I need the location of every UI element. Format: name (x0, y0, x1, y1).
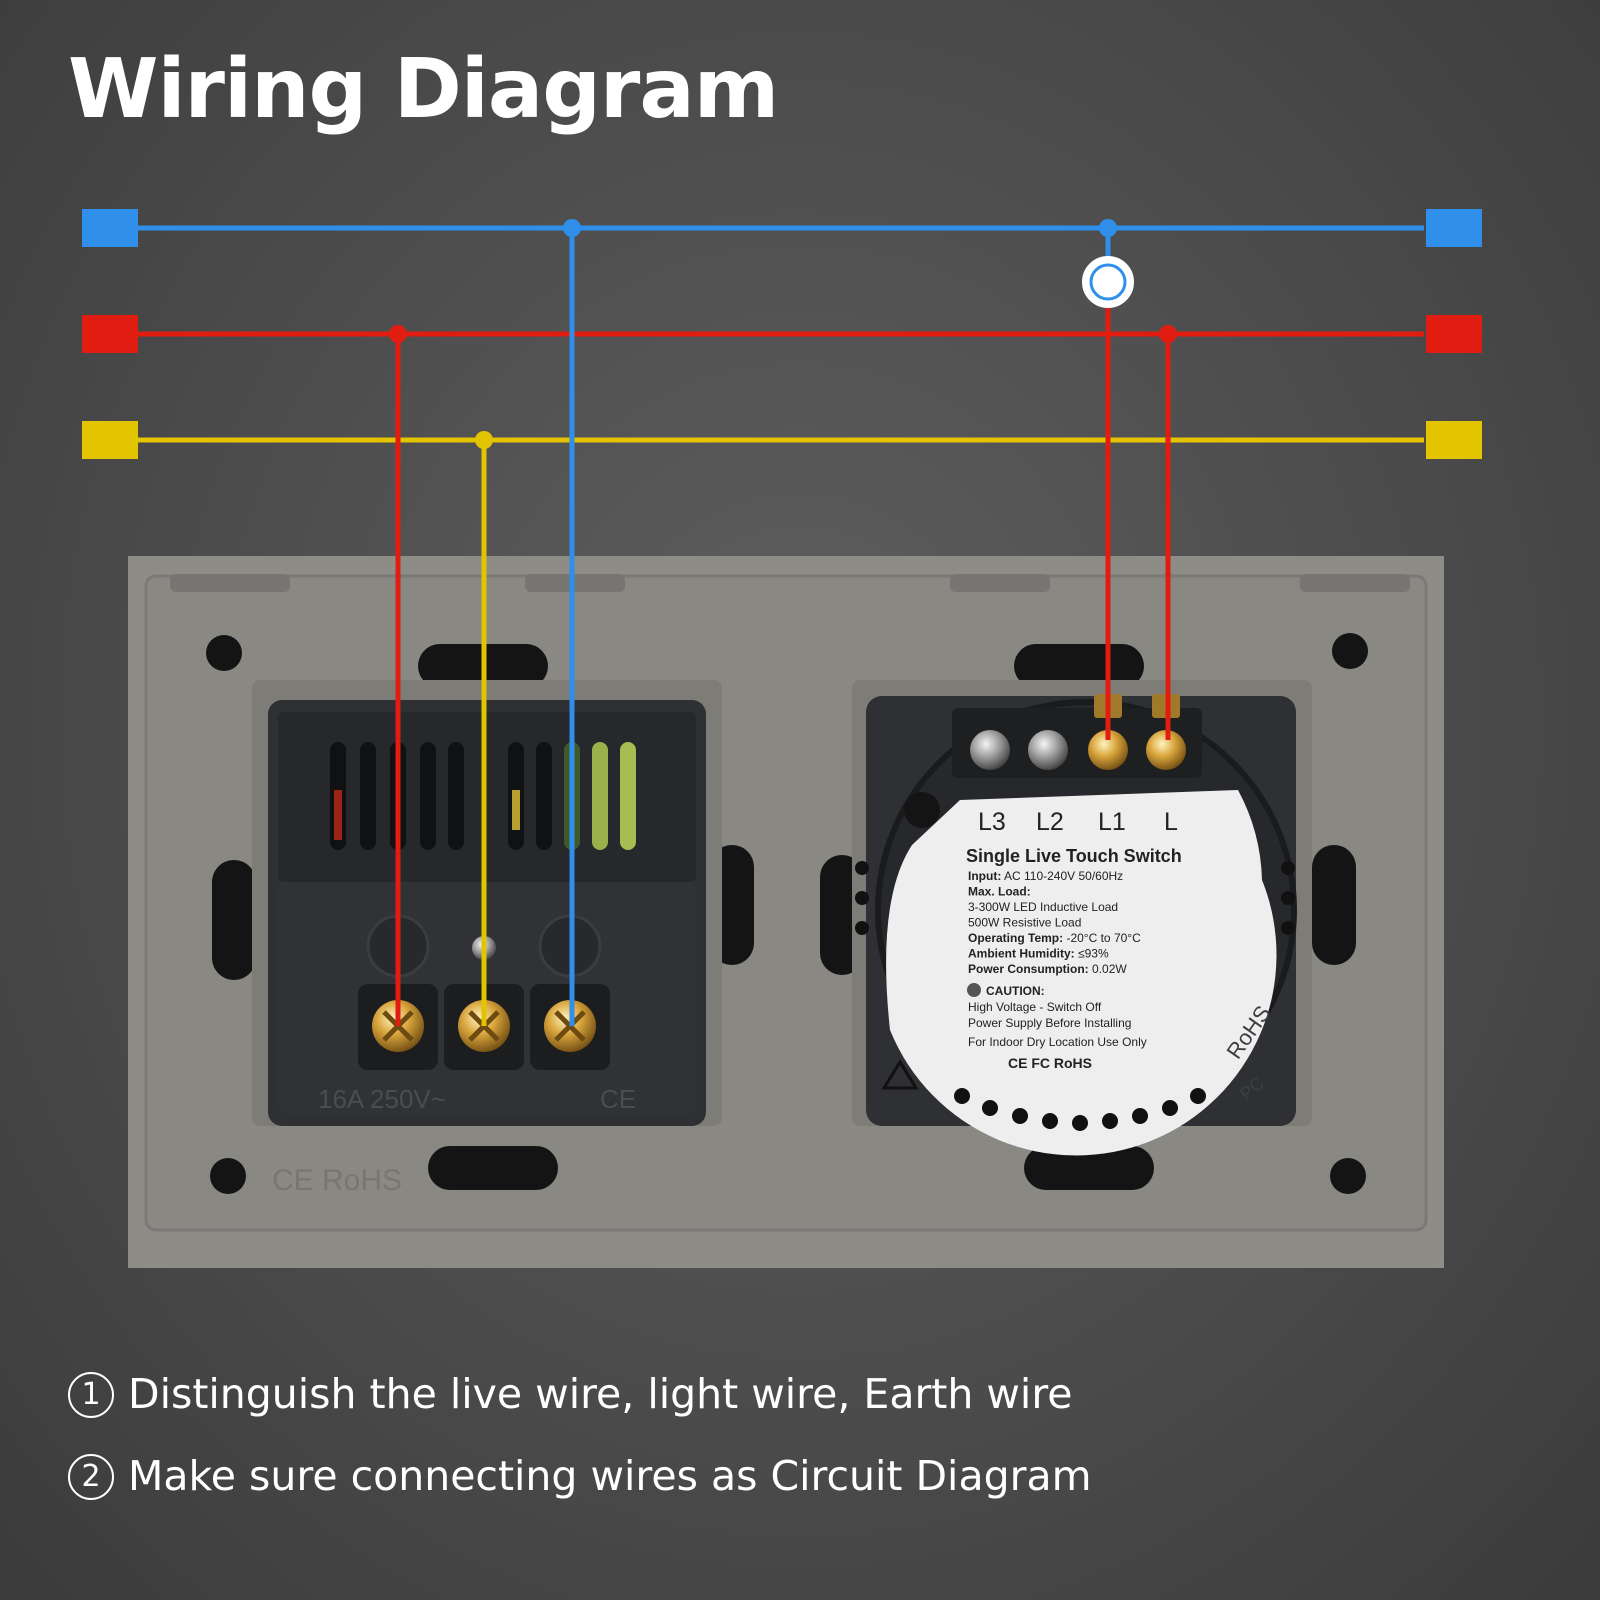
frame-clip (950, 574, 1050, 592)
spec-value: 0.02W (1089, 962, 1128, 976)
terminal-label-l3: L3 (978, 808, 1006, 836)
terminal-label-l: L (1164, 808, 1178, 836)
spec-line: Power Consumption: 0.02W (968, 962, 1127, 976)
screw-hole (210, 1158, 246, 1194)
vent-slot (420, 742, 436, 850)
wires (82, 209, 1482, 1026)
junction-dot (389, 325, 407, 343)
socket-ce-mark: CE (600, 1084, 636, 1114)
switch-terminal-block (952, 708, 1202, 778)
instruction-2-text: Make sure connecting wires as Circuit Di… (128, 1452, 1092, 1500)
spec-line: 500W Resistive Load (968, 916, 1081, 930)
vent-slot (620, 742, 636, 850)
blue-wire-end-right (1426, 209, 1482, 247)
mount-slot (212, 860, 256, 980)
switch-module: L3 L2 L1 L Single Live Touch Switch Inpu… (852, 680, 1312, 1156)
socket-terminal-1 (358, 984, 438, 1070)
recycle-icon (881, 1059, 919, 1090)
caution-title: CAUTION: (986, 984, 1045, 998)
spec-key: Power Consumption: (968, 962, 1089, 976)
cert-marks: CE FC RoHS (1008, 1055, 1092, 1071)
socket-module: 16A 250V~ CE (252, 680, 722, 1126)
spec-value: -20°C to 70°C (1063, 931, 1141, 945)
screw-hole (1332, 633, 1368, 669)
frame-clip (1300, 574, 1410, 592)
spec-key: Operating Temp: (968, 931, 1063, 945)
caution-line-2: Power Supply Before Installing (968, 1016, 1131, 1030)
frame-mark: CE RoHS (272, 1164, 402, 1197)
spec-key: Input: (968, 869, 1001, 883)
spec-value: 3-300W LED Inductive Load (968, 900, 1118, 914)
mount-slot (1312, 845, 1356, 965)
dial-notches (855, 861, 1295, 1131)
spec-line: Ambient Humidity: ≤93% (968, 947, 1109, 961)
junction-dot (563, 219, 581, 237)
instruction-1: 1 Distinguish the live wire, light wire, … (68, 1370, 1073, 1418)
socket-rating: 16A 250V~ (318, 1084, 446, 1114)
vent-slot (448, 742, 464, 850)
red-wire-end-left (82, 315, 138, 353)
spec-value: 500W Resistive Load (968, 916, 1081, 930)
spec-value: ≤93% (1075, 947, 1109, 961)
socket-vent-panel (278, 712, 696, 882)
spec-key: Ambient Humidity: (968, 947, 1075, 961)
spec-line: Max. Load: (968, 885, 1031, 899)
mount-slot (1024, 1146, 1154, 1190)
mount-slot (1014, 644, 1144, 688)
spec-line: 3-300W LED Inductive Load (968, 900, 1118, 914)
vent-slot (536, 742, 552, 850)
frame-clip (525, 574, 625, 592)
terminal-label-l1: L1 (1098, 808, 1126, 836)
caution-line-1: High Voltage - Switch Off (968, 1000, 1102, 1014)
indoor-note: For Indoor Dry Location Use Only (968, 1035, 1147, 1049)
screw-hole (1330, 1158, 1366, 1194)
mount-slot (428, 1146, 558, 1190)
junction-dot (1159, 325, 1177, 343)
yellow-wire-end-left (82, 421, 138, 459)
junction-dot (475, 431, 493, 449)
switch-terminal-l3 (970, 730, 1010, 770)
instruction-2-number: 2 (68, 1454, 114, 1500)
spec-line: Operating Temp: -20°C to 70°C (968, 931, 1141, 945)
vent-slot (334, 790, 342, 840)
switch-terminal-l2 (1028, 730, 1068, 770)
switch-label-title: Single Live Touch Switch (966, 846, 1182, 866)
frame-clip (170, 574, 290, 592)
screw-hole (206, 635, 242, 671)
yellow-wire-end-right (1426, 421, 1482, 459)
lamp-icon-ring (1089, 263, 1127, 301)
mount-pin (904, 792, 940, 828)
vent-slot (592, 742, 608, 850)
instruction-1-text: Distinguish the live wire, light wire, E… (128, 1370, 1073, 1418)
vent-slot (512, 790, 520, 830)
junction-dot (1099, 219, 1117, 237)
caution-icon (967, 983, 981, 997)
red-wire-end-right (1426, 315, 1482, 353)
spec-value: AC 110-240V 50/60Hz (1001, 869, 1123, 883)
diagram-title: Wiring Diagram (68, 42, 779, 137)
terminal-label-l2: L2 (1036, 808, 1064, 836)
instruction-2: 2 Make sure connecting wires as Circuit D… (68, 1452, 1092, 1500)
instruction-1-number: 1 (68, 1372, 114, 1418)
vent-slot (360, 742, 376, 850)
spec-key: Max. Load: (968, 885, 1031, 899)
spec-line: Input: AC 110-240V 50/60Hz (968, 869, 1123, 883)
switch-label-sticker (886, 790, 1277, 1156)
blue-wire-end-left (82, 209, 138, 247)
